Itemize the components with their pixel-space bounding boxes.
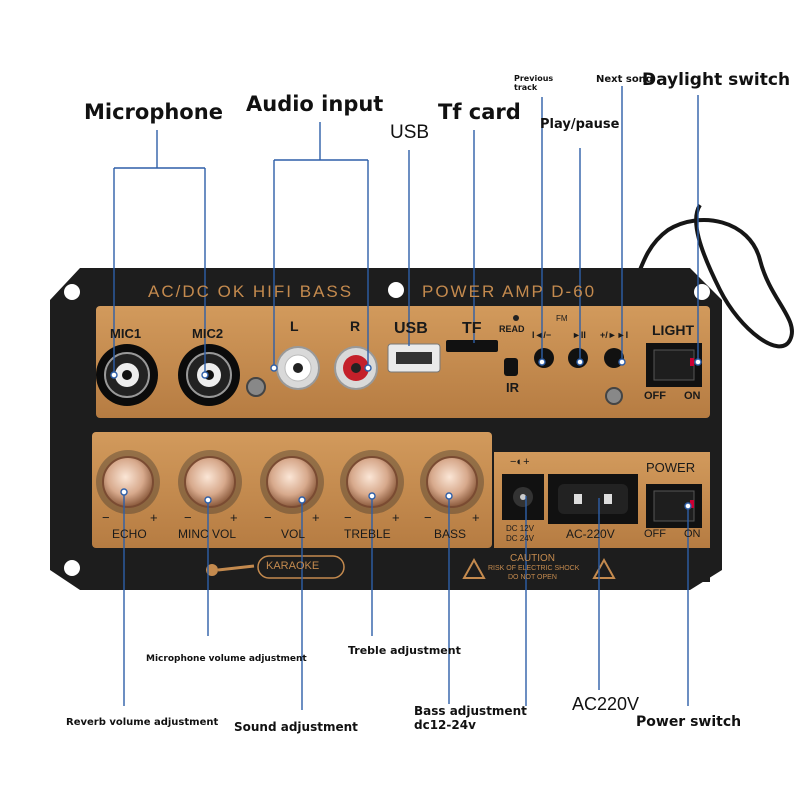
read-led — [513, 315, 519, 321]
prev-button-label: I◄/− — [532, 330, 552, 340]
mic-volume-knob — [178, 450, 242, 514]
mount-hole — [64, 284, 80, 300]
play-button-label: ►II — [572, 330, 586, 340]
callout-reverb: Reverb volume adjustment — [66, 717, 219, 728]
ac-socket — [548, 474, 638, 524]
callout-next-song: Next song — [596, 74, 653, 85]
knob-plus: + — [392, 510, 400, 525]
microphone-icon — [206, 564, 255, 576]
power-off-label: OFF — [644, 528, 666, 540]
mic1-label: MIC1 — [110, 326, 142, 341]
ir-label: IR — [506, 380, 519, 395]
mount-hole — [388, 282, 404, 298]
callout-microphone: Microphone — [84, 100, 223, 124]
callout-sound: Sound adjustment — [234, 720, 358, 734]
tf-label: TF — [462, 320, 482, 337]
light-off-label: OFF — [644, 390, 666, 402]
callout-previous-track: Previous track — [514, 74, 554, 92]
light-label: LIGHT — [652, 322, 694, 338]
leader-lines — [113, 86, 699, 710]
screw — [246, 377, 266, 397]
mic2-label: MIC2 — [192, 326, 224, 341]
treble-knob — [340, 450, 404, 514]
dc-jack — [502, 474, 544, 520]
treble-label: TREBLE — [344, 527, 391, 541]
knob-minus: − — [344, 510, 352, 525]
rca-left-jack — [276, 346, 320, 390]
left-label: L — [290, 318, 299, 334]
light-cable — [616, 203, 794, 349]
header-left-text: AC/DC OK HIFI BASS — [148, 282, 354, 301]
ac-label: AC-220V — [566, 527, 615, 541]
dc-label-12v: DC 12V — [506, 524, 535, 533]
warning-icon — [462, 557, 486, 579]
bass-knob — [420, 450, 484, 514]
light-switch — [646, 343, 702, 387]
karaoke-badge — [257, 555, 345, 579]
caution-line-1: RISK OF ELECTRIC SHOCK — [488, 565, 580, 572]
ir-sensor — [504, 358, 518, 376]
power-label: POWER — [646, 460, 696, 475]
caution-title: CAUTION — [510, 553, 555, 564]
read-label: READ — [499, 324, 525, 334]
right-label: R — [350, 318, 361, 334]
usb-port — [387, 343, 441, 373]
knob-plus: + — [472, 510, 480, 525]
knob-minus: − — [184, 510, 192, 525]
echo-label: ECHO — [112, 527, 147, 541]
callout-treble: Treble adjustment — [348, 644, 461, 657]
callout-tf-card: Tf card — [438, 100, 521, 124]
knob-minus: − — [424, 510, 432, 525]
callout-bass: Bass adjustment — [414, 704, 527, 718]
volume-label: VOL — [281, 527, 306, 541]
header-right-text: POWER AMP D-60 — [422, 282, 597, 301]
dc-symbol: −◐+ — [510, 456, 530, 468]
knob-plus: + — [230, 510, 238, 525]
mount-hole — [694, 284, 710, 300]
mic-volume-label: MINC VOL — [178, 527, 237, 541]
knob-minus: − — [102, 510, 110, 525]
usb-label: USB — [394, 320, 428, 337]
fm-label: FM — [556, 314, 568, 323]
power-switch — [646, 484, 702, 528]
echo-knob — [96, 450, 160, 514]
power-on-label: ON — [684, 528, 701, 540]
callout-play-pause: Play/pause — [540, 117, 620, 132]
callout-audio-input: Audio input — [246, 92, 384, 116]
callout-ac220v: AC220V — [572, 694, 640, 714]
mic1-jack — [96, 344, 158, 406]
light-on-label: ON — [684, 390, 701, 402]
screw — [605, 387, 623, 405]
callout-power-switch: Power switch — [636, 714, 742, 730]
next-button-label: +/►►I — [600, 330, 629, 340]
knob-plus: + — [150, 510, 158, 525]
caution-line-2: DO NOT OPEN — [508, 574, 557, 581]
bass-label: BASS — [434, 527, 467, 541]
tf-slot — [446, 340, 498, 352]
pointer-dots — [110, 358, 702, 510]
callout-dc-range: dc12-24v — [414, 718, 476, 732]
callout-mic-volume: Microphone volume adjustment — [146, 654, 307, 664]
karaoke-label: KARAOKE — [266, 560, 320, 572]
callout-daylight-switch: Daylight switch — [642, 70, 791, 90]
mic2-jack — [178, 344, 240, 406]
mount-hole — [64, 560, 80, 576]
volume-knob — [260, 450, 324, 514]
knob-minus: − — [264, 510, 272, 525]
knob-plus: + — [312, 510, 320, 525]
dc-label-24v: DC 24V — [506, 534, 535, 543]
callout-usb: USB — [390, 122, 430, 143]
rca-right-jack — [334, 346, 378, 390]
